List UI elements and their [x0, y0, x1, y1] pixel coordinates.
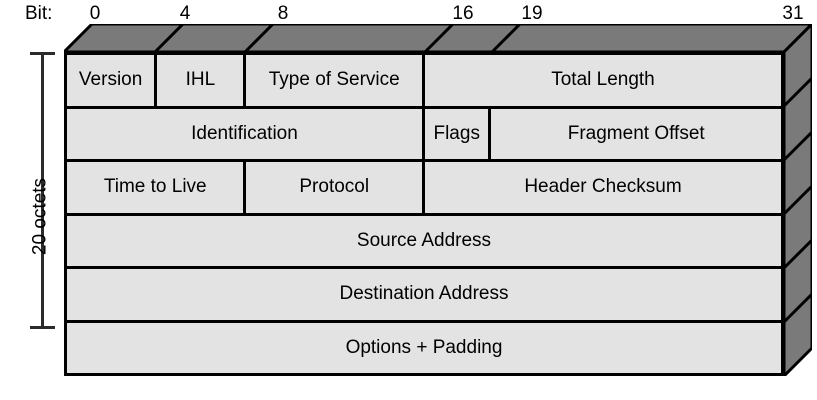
- header-block: Version IHL Type of Service Total Length…: [64, 24, 812, 376]
- top-face-divider-bit16: [423, 24, 455, 54]
- top-face-divider-bit8: [243, 24, 275, 54]
- field-destination-address: Destination Address: [67, 269, 781, 320]
- bit-tick-label-16: 16: [452, 3, 474, 24]
- header-row: Options + Padding: [67, 322, 781, 373]
- field-identification: Identification: [67, 108, 425, 159]
- field-flags: Flags: [424, 108, 492, 159]
- header-row: Time to Live Protocol Header Checksum: [67, 162, 781, 216]
- field-total-length: Total Length: [424, 55, 781, 106]
- bit-tick-label-0: 0: [89, 3, 101, 24]
- bit-ruler-prefix-label: Bit:: [25, 3, 53, 24]
- side-face-divider-row4: [782, 238, 812, 270]
- field-options-padding: Options + Padding: [67, 322, 781, 373]
- bit-tick-label-31: 31: [782, 3, 804, 24]
- bracket-tick-bottom: [30, 326, 55, 329]
- bit-tick-label-4: 4: [179, 3, 191, 24]
- side-face-divider-row3: [782, 184, 812, 216]
- field-time-to-live: Time to Live: [67, 162, 247, 213]
- header-row: Version IHL Type of Service Total Length: [67, 55, 781, 109]
- top-face-divider-bit4: [153, 24, 185, 54]
- side-face-divider-row5: [782, 292, 812, 324]
- octets-bracket: 20 octets: [22, 52, 55, 329]
- side-face-divider-row2: [782, 130, 812, 162]
- octets-bracket-label: 20 octets: [29, 177, 51, 256]
- field-fragment-offset: Fragment Offset: [491, 108, 781, 159]
- field-header-checksum: Header Checksum: [424, 162, 781, 213]
- bit-tick-label-19: 19: [521, 3, 543, 24]
- field-ihl: IHL: [157, 55, 247, 106]
- bracket-vertical-line: [41, 52, 44, 329]
- side-face-divider-row1: [782, 76, 812, 108]
- header-field-grid: Version IHL Type of Service Total Length…: [64, 52, 784, 376]
- top-face-divider-bit19: [490, 24, 522, 54]
- block-3d-faces: [64, 24, 812, 376]
- field-type-of-service: Type of Service: [246, 55, 425, 106]
- header-row: Identification Flags Fragment Offset: [67, 108, 781, 162]
- bit-tick-label-8: 8: [277, 3, 289, 24]
- header-row: Source Address: [67, 215, 781, 269]
- field-version: Version: [67, 55, 158, 106]
- header-row: Destination Address: [67, 269, 781, 323]
- field-source-address: Source Address: [67, 215, 781, 266]
- field-protocol: Protocol: [246, 162, 425, 213]
